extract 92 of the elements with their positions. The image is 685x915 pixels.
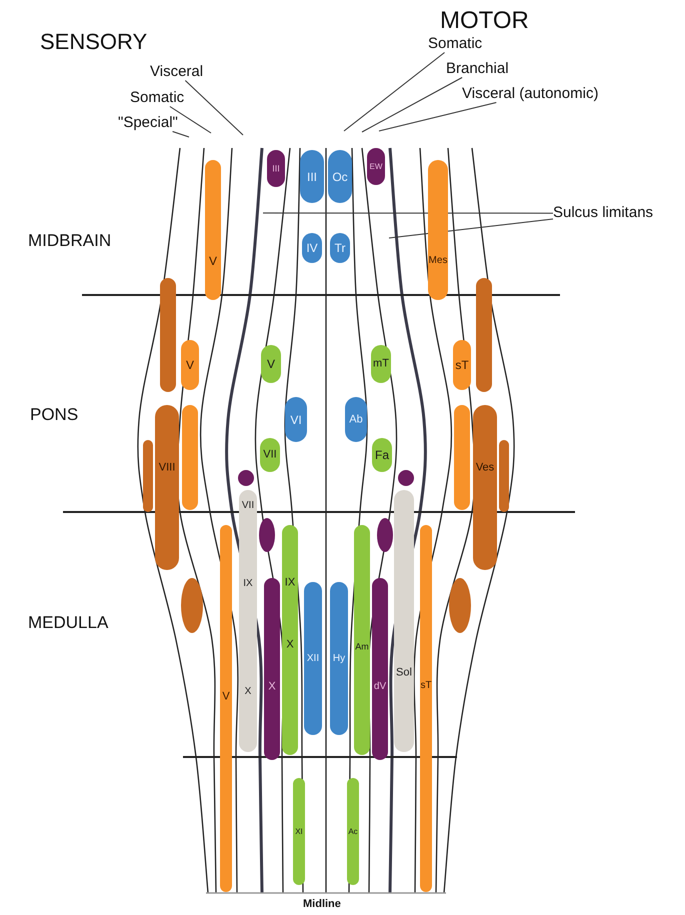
section-heading: SENSORY — [40, 30, 148, 54]
nucleus — [473, 405, 497, 570]
nucleus — [330, 582, 348, 735]
region-label: PONS — [30, 406, 78, 425]
nucleus-label: V — [267, 358, 275, 370]
nucleus — [453, 340, 471, 390]
nucleus-label: Mes — [428, 256, 448, 266]
nucleus-label: IX — [284, 577, 296, 588]
nucleus — [300, 150, 324, 203]
nucleus-label: dV — [374, 682, 386, 692]
nucleus — [205, 160, 221, 300]
nucleus-label: VIII — [158, 462, 176, 474]
nucleus — [293, 778, 305, 885]
nucleus — [302, 233, 322, 263]
nucleus-label: sT — [455, 359, 469, 371]
column-label: Somatic — [130, 90, 184, 106]
nucleus-label: VI — [290, 414, 302, 426]
nucleus — [181, 578, 203, 633]
nucleus-label: Oc — [332, 170, 348, 182]
nucleus — [347, 778, 359, 885]
nucleus — [345, 397, 367, 442]
nucleus — [259, 518, 275, 552]
nucleus — [285, 397, 307, 442]
leader-line — [378, 102, 497, 132]
nucleus — [160, 278, 176, 392]
leader-line — [262, 212, 554, 214]
nucleus-label: Am — [355, 642, 369, 652]
nucleus-label: III — [307, 170, 317, 182]
region-label: MIDBRAIN — [28, 232, 112, 251]
leader-line — [362, 77, 463, 132]
nucleus — [454, 405, 470, 510]
nucleus — [420, 525, 432, 892]
nucleus-label: IV — [306, 242, 318, 254]
column-label: "Special" — [118, 115, 178, 132]
column-label: Visceral — [150, 64, 204, 80]
nucleus-label: VII — [242, 500, 254, 511]
nucleus-label: III — [272, 164, 280, 173]
nucleus — [372, 578, 388, 760]
nucleus-label: IX — [243, 579, 253, 590]
nucleus-label: Ab — [349, 414, 363, 425]
nucleus — [182, 405, 198, 510]
nucleus-label: mT — [373, 358, 389, 370]
nucleus — [377, 518, 393, 552]
nucleus — [261, 345, 281, 383]
section-heading: MOTOR — [440, 8, 529, 34]
nucleus — [371, 345, 391, 383]
column-label: Visceral (autonomic) — [462, 86, 598, 102]
nucleus — [264, 578, 280, 760]
nucleus-label: XI — [295, 828, 303, 836]
nucleus — [476, 278, 492, 392]
nucleus-label: V — [209, 254, 217, 267]
nucleus-label: sT — [420, 681, 432, 692]
nucleus — [304, 582, 322, 735]
nucleus-label: Ac — [348, 828, 358, 836]
nucleus-label: X — [244, 686, 252, 697]
nucleus — [328, 150, 352, 203]
nucleus-label: X — [286, 639, 294, 650]
leader-line — [184, 80, 244, 136]
nucleus — [155, 405, 179, 570]
nucleus — [267, 150, 285, 187]
region-label: MEDULLA — [28, 614, 108, 633]
nucleus — [449, 578, 471, 633]
column-label: Somatic — [428, 36, 482, 52]
nucleus — [181, 340, 199, 390]
nucleus-label: EW — [370, 162, 382, 170]
nucleus-label: Sol — [396, 668, 412, 679]
nucleus — [367, 148, 385, 185]
nucleus — [372, 438, 392, 472]
leader-line — [172, 131, 190, 138]
nucleus — [282, 525, 298, 755]
nucleus — [220, 525, 232, 892]
leader-line — [388, 218, 554, 238]
column-label: Branchial — [446, 61, 509, 78]
nucleus-label: Hy — [332, 654, 346, 664]
nucleus-label: Tr — [334, 242, 346, 254]
nucleus-label: V — [186, 359, 194, 371]
nucleus-label: Ves — [476, 462, 494, 474]
nucleus-label: XII — [306, 654, 320, 664]
nucleus — [260, 438, 280, 472]
nucleus — [499, 440, 509, 512]
nucleus — [330, 233, 350, 263]
nucleus-label: V — [222, 692, 230, 703]
nucleus — [354, 525, 370, 755]
leader-line — [344, 52, 446, 132]
nucleus — [428, 160, 448, 300]
nucleus-label: Fa — [375, 449, 389, 461]
leader-line — [169, 106, 212, 134]
nucleus-label: X — [268, 682, 276, 693]
nucleus — [143, 440, 153, 512]
column-label: Sulcus limitans — [553, 205, 654, 222]
nucleus-label: VII — [263, 450, 277, 460]
midline-label: Midline — [303, 898, 341, 910]
